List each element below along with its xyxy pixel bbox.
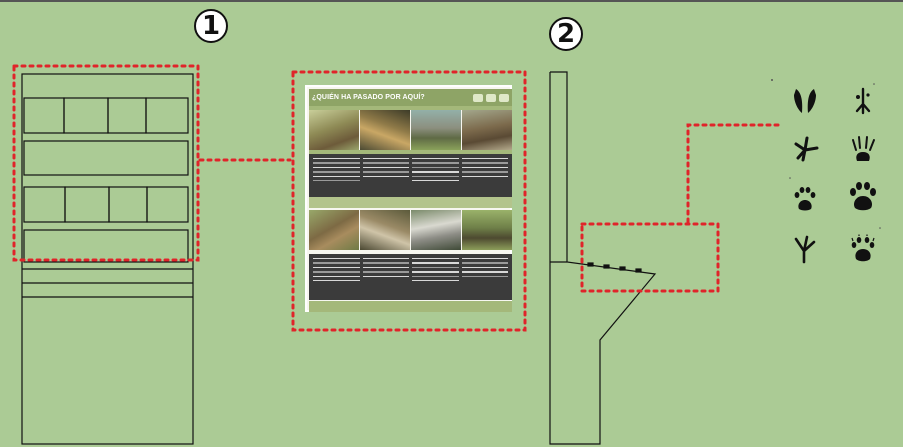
poster-header: ¿QUIÉN HA PASADO POR AQUÍ? — [309, 89, 512, 106]
panel-cell — [107, 97, 147, 134]
hoof-track-icon — [794, 89, 816, 113]
rhea-photo — [411, 110, 461, 150]
bird-track-large-icon — [794, 136, 819, 162]
photo-row-bottom — [309, 210, 512, 250]
bird-track-small-icon — [855, 87, 871, 115]
poster-logos — [473, 93, 509, 102]
panel-cell — [64, 186, 110, 223]
decorative-specks — [771, 79, 881, 229]
fox-photo — [360, 210, 410, 250]
top-border — [0, 0, 903, 2]
panel-cell — [63, 97, 109, 134]
poster-title: ¿QUIÉN HA PASADO POR AQUÍ? — [312, 94, 425, 101]
armadillo-photo — [411, 210, 461, 250]
panel-cell — [145, 97, 189, 134]
clawed-track-icon — [852, 136, 875, 161]
structure-1-front-elevation — [21, 73, 194, 445]
panel-wide — [23, 140, 189, 176]
poster-band — [309, 150, 512, 154]
panel-wide — [23, 229, 189, 263]
callout-2-outline — [580, 123, 784, 293]
info-poster: ¿QUIÉN HA PASADO POR AQUÍ? — [305, 85, 512, 312]
wildcat-photo — [309, 110, 359, 150]
structure-2-side-profile — [549, 71, 657, 445]
logo-icon — [473, 93, 483, 102]
callout-2-badge: 2 — [549, 17, 583, 51]
callout-1-outline — [12, 64, 527, 332]
logo-icon — [486, 93, 496, 102]
clawed-paw-track-icon — [851, 234, 875, 262]
poster-band — [309, 197, 512, 208]
wader-track-icon — [794, 235, 816, 264]
paw-track-small-icon — [794, 187, 816, 211]
ocelot-photo — [360, 110, 410, 150]
viscacha-photo — [462, 110, 512, 150]
photo-row-top — [309, 110, 512, 150]
text-panel-top — [309, 154, 512, 197]
panel-cell — [146, 186, 189, 223]
text-panel-bottom — [309, 254, 512, 300]
otter-photo — [309, 210, 359, 250]
heron-photo — [462, 210, 512, 250]
callout-1-badge: 1 — [194, 9, 228, 43]
panel-cell — [23, 186, 66, 223]
panel-cell — [23, 97, 65, 134]
poster-band — [309, 106, 512, 110]
panel-cell — [108, 186, 148, 223]
paw-track-large-icon — [850, 182, 876, 211]
poster-footer — [309, 301, 512, 312]
logo-icon — [499, 93, 509, 102]
